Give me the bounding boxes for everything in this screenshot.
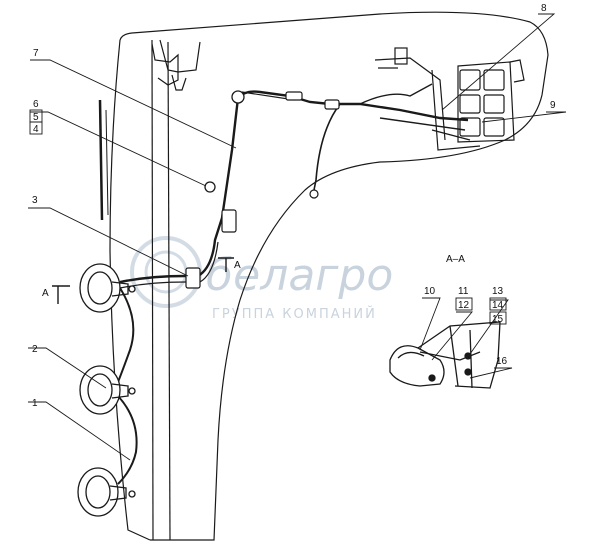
- marker-lamp-middle: [79, 365, 136, 415]
- callout-label-7: 7: [33, 48, 39, 59]
- callout-label-6: 6: [33, 99, 39, 110]
- marker-lamp-top: [79, 263, 136, 313]
- section-marker-left: А: [42, 285, 70, 304]
- callout-labels: 1 2 3 4 5 6 7 8 9 10 11 12 13 14 15 16: [29, 3, 556, 409]
- section-title: А–А: [446, 254, 465, 265]
- callout-label-1: 1: [32, 398, 38, 409]
- callout-label-15: 15: [492, 314, 504, 325]
- watermark: белагро ГРУППА КОМПАНИЙ: [130, 236, 393, 322]
- section-marker-right: А: [218, 257, 241, 272]
- section-detail: [389, 321, 501, 389]
- callout-label-16: 16: [496, 356, 508, 367]
- callout-label-4: 4: [33, 124, 39, 135]
- connector-block: [394, 47, 525, 143]
- callout-label-10: 10: [424, 286, 436, 297]
- callout-label-8: 8: [541, 3, 547, 14]
- marker-lamp-bottom: [77, 467, 136, 517]
- callout-label-12: 12: [458, 300, 470, 311]
- callout-label-13: 13: [492, 286, 504, 297]
- callout-label-3: 3: [32, 195, 38, 206]
- callout-label-9: 9: [550, 100, 556, 111]
- watermark-brand: белагро: [206, 250, 393, 301]
- callout-label-11: 11: [458, 286, 469, 297]
- callout-label-2: 2: [32, 344, 38, 355]
- watermark-subtitle: ГРУППА КОМПАНИЙ: [212, 306, 377, 322]
- leader-lines: [28, 13, 567, 461]
- section-marker-right-text: А: [234, 260, 241, 271]
- section-marker-left-text: А: [42, 288, 49, 299]
- wiring-harness: [117, 83, 471, 485]
- callout-label-14: 14: [492, 300, 504, 311]
- callout-label-5: 5: [33, 112, 39, 123]
